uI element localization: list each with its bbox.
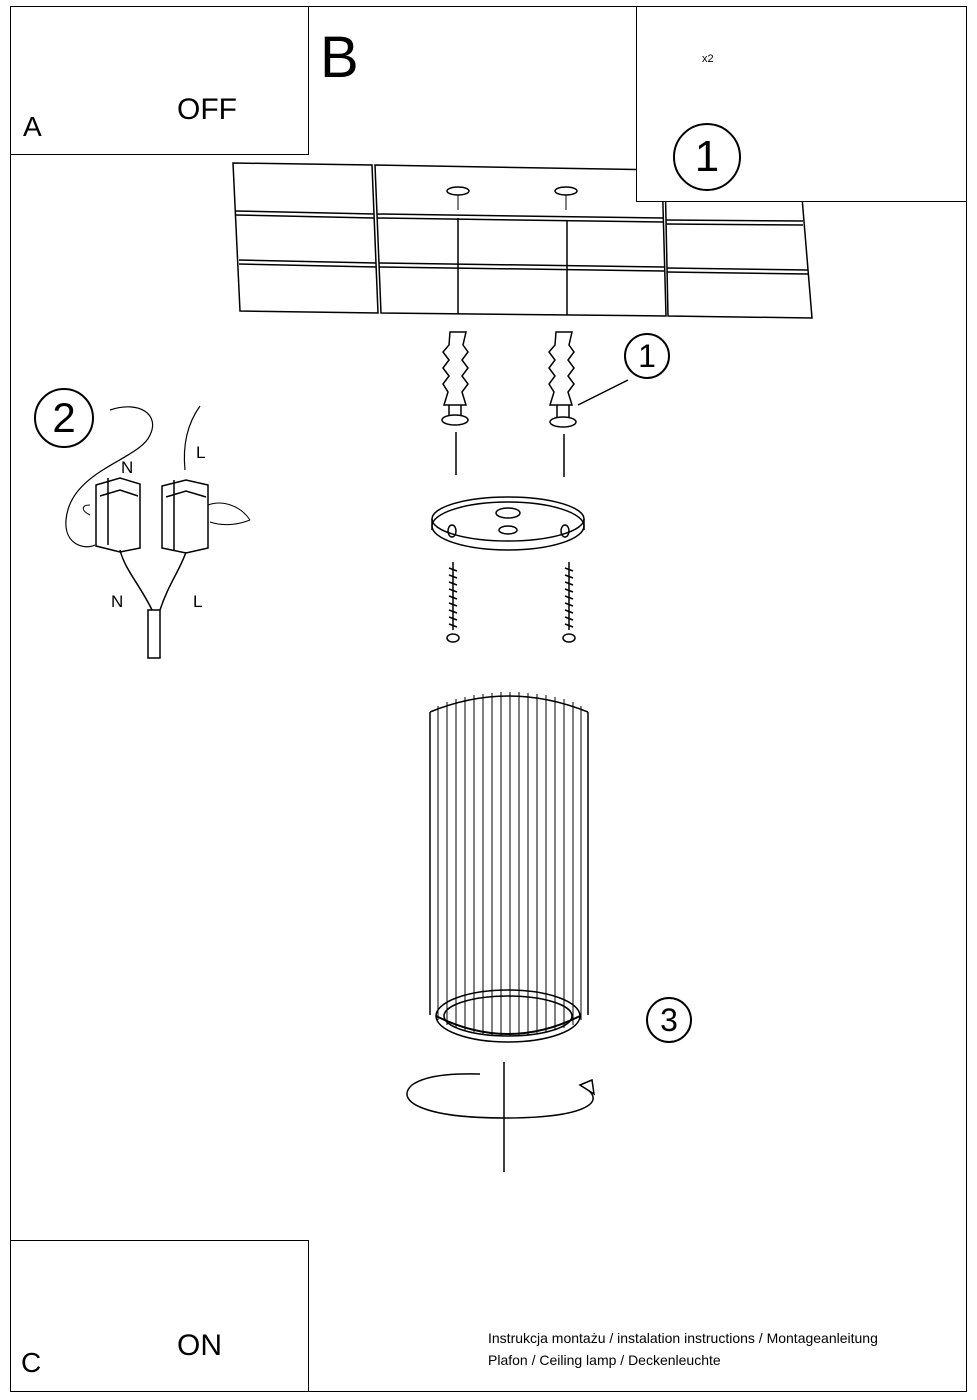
screw-left — [446, 562, 460, 643]
step-3-callout: 3 — [646, 997, 692, 1043]
step-2-callout: 2 — [34, 388, 94, 448]
screw-right — [562, 562, 576, 643]
panel-power-off: A OFF — [10, 6, 309, 155]
live-terminal-label: L — [196, 443, 206, 462]
panel-tools: x2 1 — [636, 6, 967, 202]
page-frame — [10, 6, 967, 1392]
off-label: OFF — [177, 93, 237, 126]
live-wire-label: L — [193, 592, 203, 611]
ceiling-panels — [232, 162, 813, 319]
neutral-wire-label: N — [111, 592, 124, 611]
wall-anchor-right — [548, 331, 577, 477]
panel-power-on: C ON — [10, 1240, 309, 1392]
neutral-terminal-label: N — [121, 458, 134, 477]
footer-product-type: Plafon / Ceiling lamp / Deckenleuchte — [488, 1352, 721, 1368]
lamp-cylinder — [429, 692, 589, 1043]
panel-letter-b: B — [320, 25, 359, 90]
rotation-arrow — [406, 1062, 595, 1172]
footer-instructions-title: Instrukcja montażu / instalation instruc… — [488, 1330, 878, 1346]
on-label: ON — [177, 1329, 222, 1362]
wiring-detail — [65, 405, 251, 659]
wall-anchor-left — [441, 331, 469, 475]
panel-letter-a: A — [23, 111, 42, 142]
mounting-plate — [431, 496, 585, 551]
callout-line-1 — [577, 379, 629, 406]
tools-step-number: 1 — [673, 123, 741, 191]
anchor-quantity: x2 — [702, 53, 714, 65]
panel-letter-c: C — [21, 1347, 42, 1378]
step-1-callout: 1 — [624, 333, 670, 379]
